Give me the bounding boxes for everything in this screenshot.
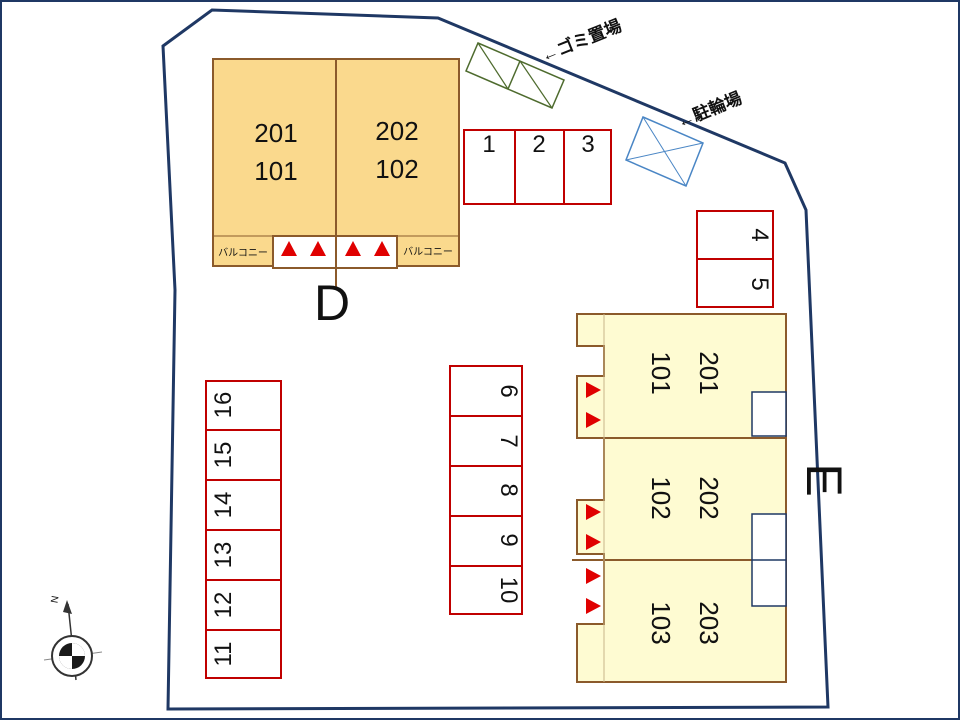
parking-space [463,129,612,205]
unit-label: 101 [254,156,297,186]
bicycle-cross [625,142,704,161]
garbage-station [465,42,565,109]
unit-label: 102 [375,154,418,184]
property-boundary [161,8,830,711]
balcony-label: バルコニー [403,246,453,258]
entrance-marker [345,241,361,256]
parking-number: 12 [210,592,237,619]
parking-number: 16 [210,392,237,419]
parking-number: 8 [495,483,522,496]
compass-quadrant [72,643,85,656]
parking-number: 9 [495,533,522,546]
parking-number: 14 [210,492,237,519]
unit-label: 101 [646,351,676,394]
entrance-marker [586,412,601,428]
parking-number: 11 [210,642,237,667]
parking-number: 4 [746,228,773,241]
garbage-cross [519,60,553,109]
building-e-body [576,313,787,683]
entrance-marker [586,568,601,584]
parking-space [449,365,523,615]
parking-number: 10 [495,577,522,604]
unit-label: 102 [646,476,676,519]
unit-label: 201 [254,118,297,148]
parking-number: 6 [495,384,522,397]
unit-label: 201 [694,351,724,394]
unit-label: 203 [694,601,724,644]
entrance-marker [281,241,297,256]
parking-right-pair [696,210,774,308]
compass-north-label: N [49,595,61,604]
parking-middle-column [449,365,523,615]
building-d-label: D [314,275,350,331]
entrance-marker [374,241,390,256]
garbage-label: ←ゴミ置場 [538,15,624,65]
parking-number: 7 [495,434,522,447]
entrance-marker [586,504,601,520]
building-e-label: E [796,463,852,496]
unit-label: 202 [375,116,418,146]
garbage-divider [507,60,521,90]
building-d: 201 101 202 102 バルコニー バルコニー [212,58,460,290]
parking-number: 1 [482,131,495,158]
bicycle-label: ←駐輪場 [674,88,745,132]
parking-top-row [463,129,612,205]
parking-number: 5 [746,277,773,290]
bicycle-parking [625,116,704,187]
parking-number: 3 [581,131,594,158]
unit-label: 103 [646,601,676,644]
unit-label: 202 [694,476,724,519]
compass-icon [43,600,103,681]
building-e [572,313,787,683]
garbage-cross [477,42,509,90]
compass-arrow [63,600,72,614]
balcony-label: バルコニー [218,247,268,259]
entrance-marker [586,598,601,614]
parking-number: 15 [210,442,237,469]
compass-quadrant [59,656,72,669]
parking-number: 2 [532,131,545,158]
parking-left-column [205,380,282,679]
parking-number: 13 [210,542,237,569]
entrance-marker [310,241,326,256]
entrance-marker [586,534,601,550]
entrance-marker [586,382,601,398]
building-e-annex [751,391,787,437]
